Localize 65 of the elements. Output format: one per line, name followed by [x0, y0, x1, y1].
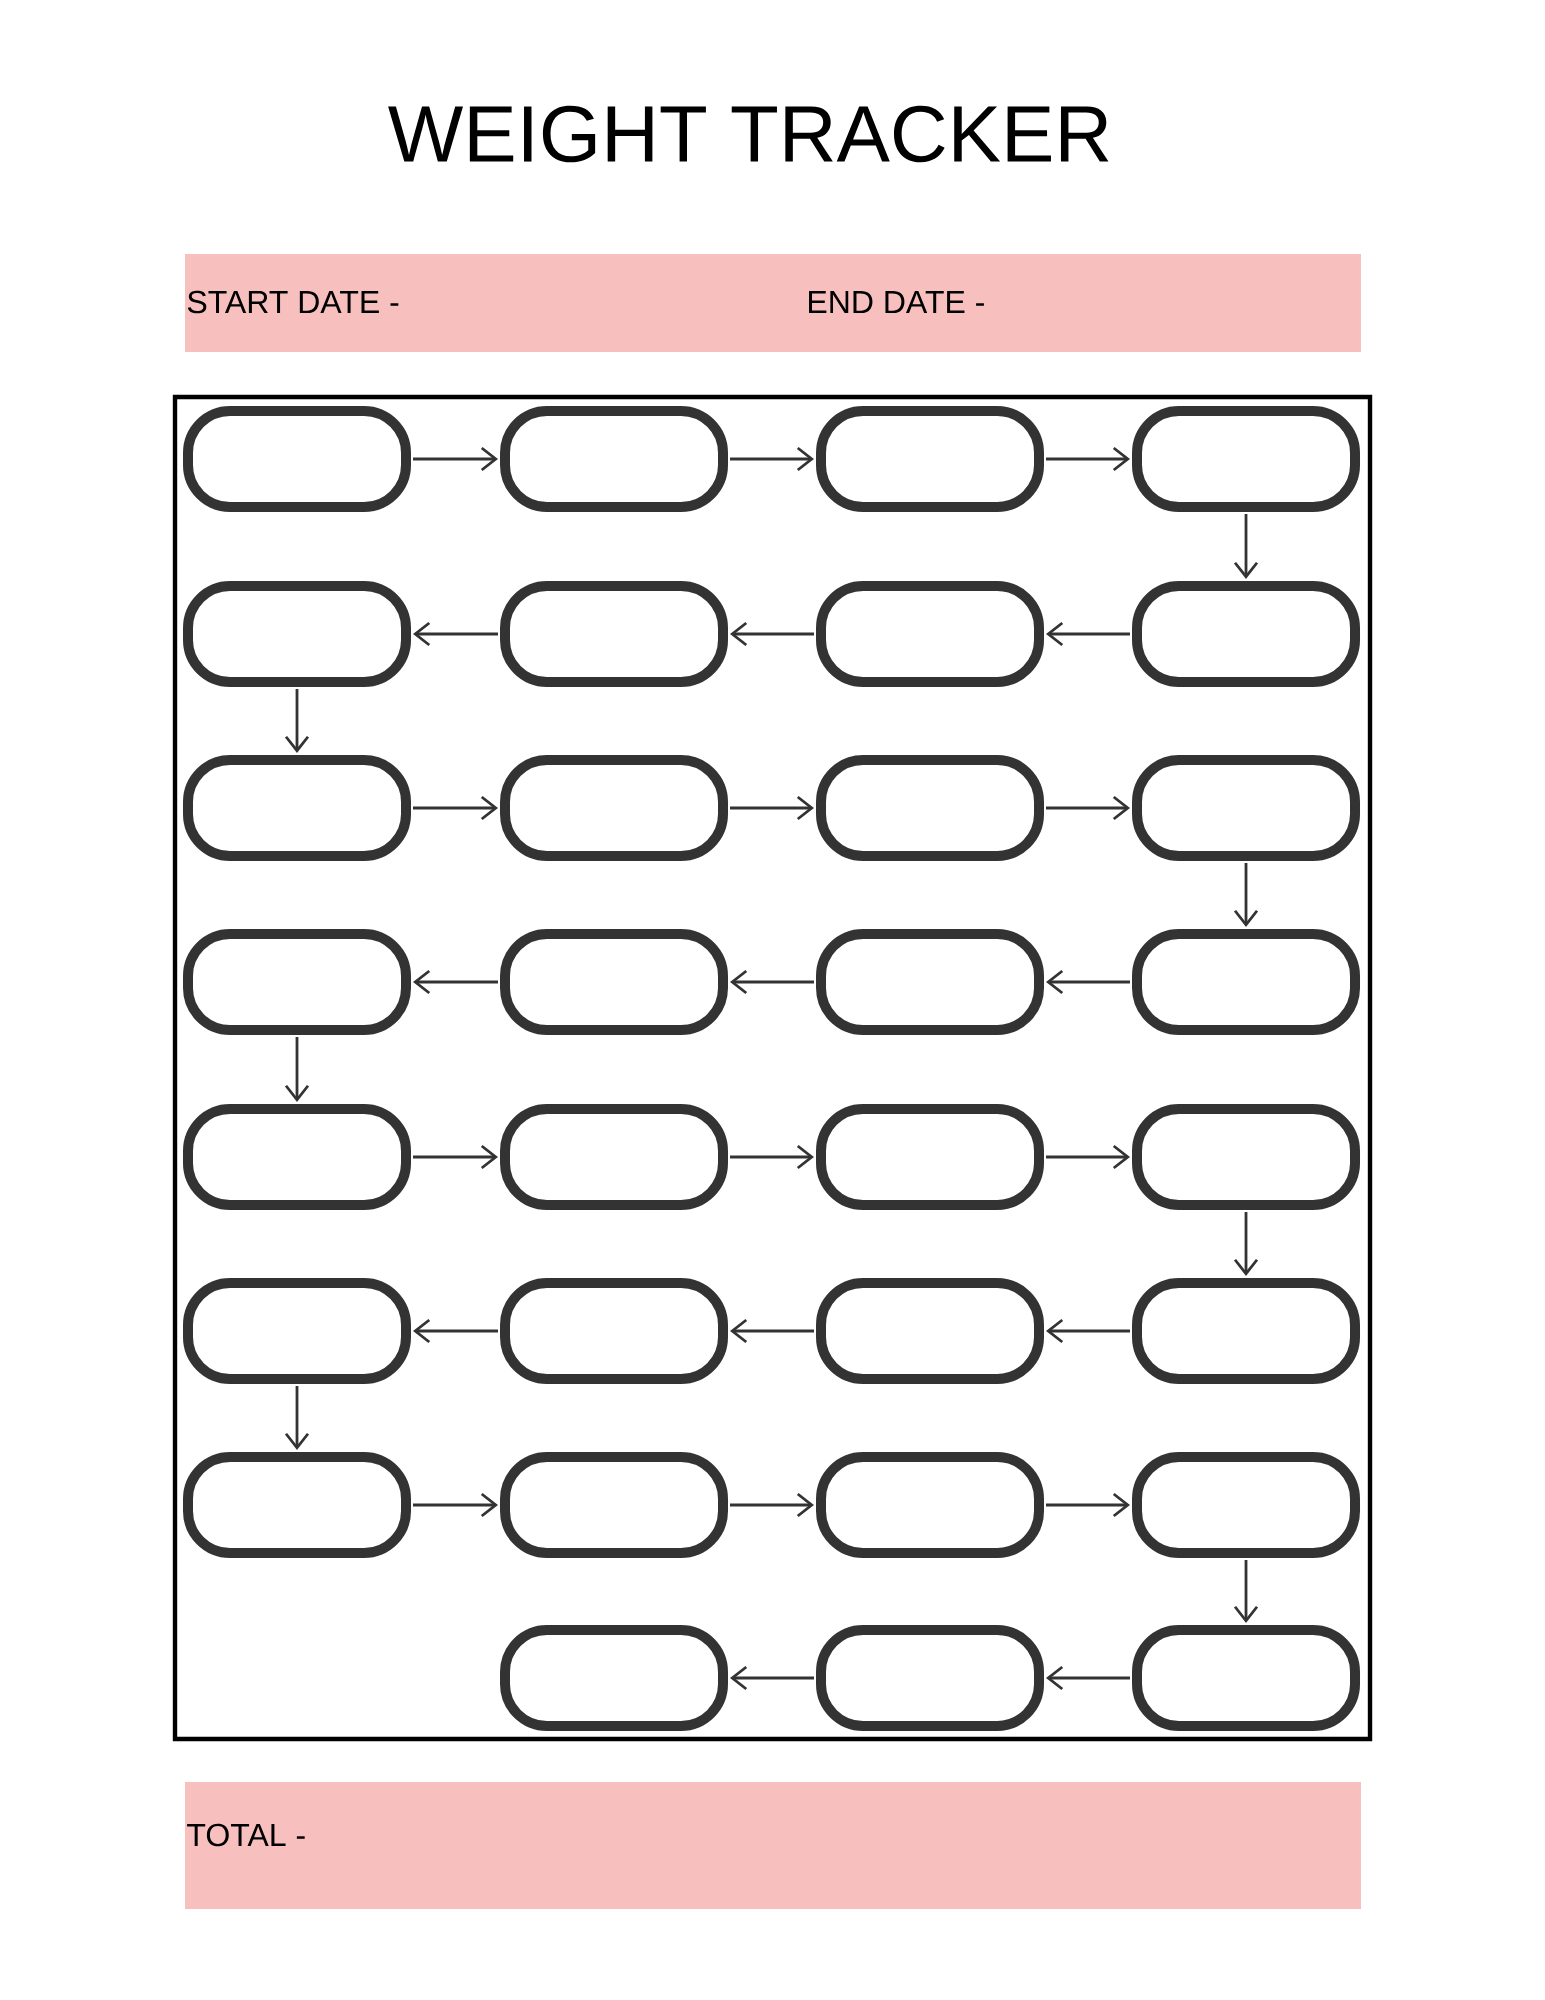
arrow	[413, 446, 498, 472]
arrow	[730, 1665, 814, 1691]
entry-pill	[1132, 1104, 1360, 1210]
entry-pill	[816, 406, 1044, 512]
entry-pill	[816, 1452, 1044, 1558]
arrow	[730, 1144, 814, 1170]
entry-pill	[183, 929, 411, 1035]
arrow	[730, 969, 814, 995]
entry-pill	[1132, 581, 1360, 687]
arrow	[1233, 514, 1259, 579]
arrow	[413, 969, 498, 995]
entry-pill	[816, 1625, 1044, 1731]
label-band: TOTAL -	[185, 1782, 1361, 1909]
arrow	[413, 1144, 498, 1170]
entry-pill	[183, 1278, 411, 1384]
arrow	[1046, 1144, 1130, 1170]
entry-pill	[1132, 406, 1360, 512]
frame	[172, 394, 1373, 1742]
arrow	[284, 689, 310, 753]
arrow	[730, 446, 814, 472]
entry-pill	[1132, 755, 1360, 861]
entry-pill	[816, 1104, 1044, 1210]
entry-pill	[816, 581, 1044, 687]
arrow	[1046, 1318, 1130, 1344]
arrow	[1046, 1492, 1130, 1518]
arrow	[730, 1492, 814, 1518]
entry-pill	[1132, 1625, 1360, 1731]
arrow	[1046, 621, 1130, 647]
arrow	[1233, 1212, 1259, 1276]
entry-pill	[500, 1625, 728, 1731]
arrow	[730, 795, 814, 821]
entry-pill	[816, 755, 1044, 861]
arrow	[1046, 795, 1130, 821]
entry-pill	[500, 1104, 728, 1210]
arrow	[284, 1386, 310, 1450]
arrow	[1046, 446, 1130, 472]
arrow	[1233, 1560, 1259, 1623]
entry-pill	[183, 1452, 411, 1558]
arrow	[413, 795, 498, 821]
arrow	[413, 621, 498, 647]
arrow	[413, 1492, 498, 1518]
entry-pill	[1132, 1452, 1360, 1558]
label-band: START DATE - END DATE -	[185, 254, 1361, 352]
entry-pill	[183, 406, 411, 512]
arrow	[284, 1037, 310, 1102]
entry-pill	[183, 755, 411, 861]
arrow	[1046, 969, 1130, 995]
entry-pill	[500, 755, 728, 861]
entry-pill	[816, 1278, 1044, 1384]
entry-pill	[500, 1452, 728, 1558]
entry-pill	[816, 929, 1044, 1035]
entry-pill	[500, 406, 728, 512]
arrow	[730, 621, 814, 647]
entry-pill	[183, 581, 411, 687]
entry-pill	[183, 1104, 411, 1210]
entry-pill	[1132, 929, 1360, 1035]
arrow	[730, 1318, 814, 1344]
arrow	[413, 1318, 498, 1344]
entry-pill	[500, 1278, 728, 1384]
entry-pill	[500, 581, 728, 687]
entry-pill	[500, 929, 728, 1035]
title: WEIGHT TRACKER	[388, 105, 1109, 163]
arrow	[1233, 863, 1259, 927]
entry-pill	[1132, 1278, 1360, 1384]
arrow	[1046, 1665, 1130, 1691]
